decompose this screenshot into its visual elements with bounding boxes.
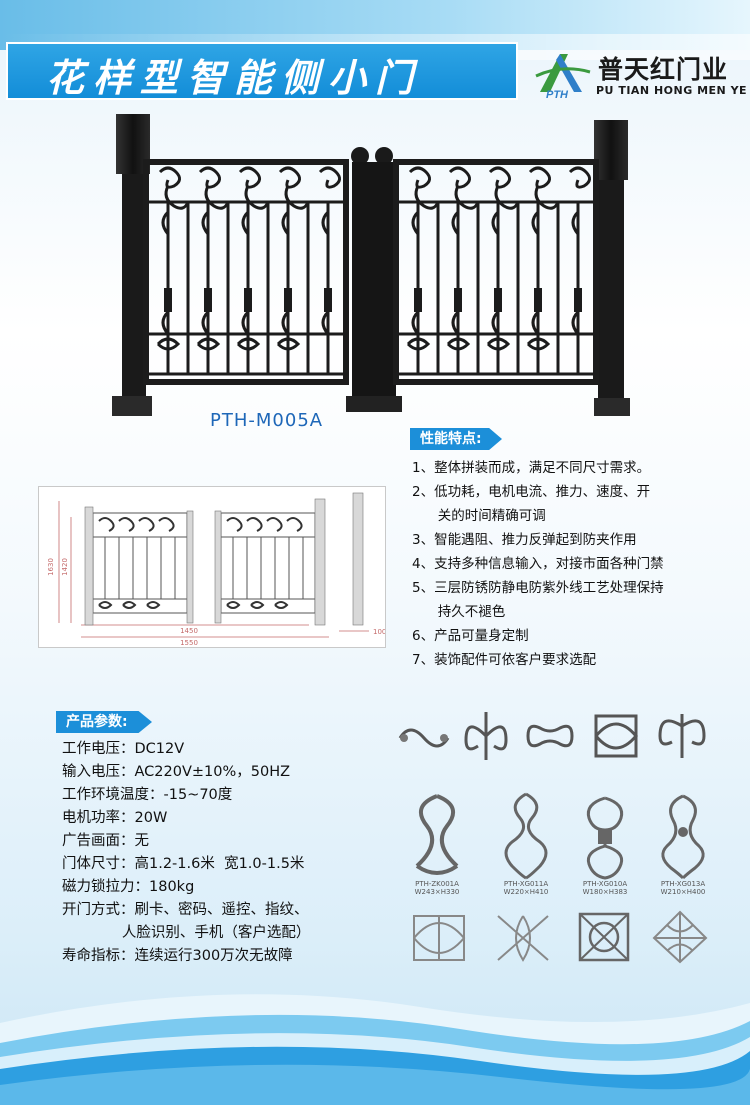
scroll-panel-icon	[504, 792, 548, 880]
ornament-size: W243×H330	[414, 888, 460, 896]
param-row: 磁力锁拉力：180kg	[62, 876, 402, 899]
param-key: 开门方式：	[62, 902, 135, 918]
ornament-samples: PTH-ZK001A W243×H330 PTH-XG011A W220×H41…	[388, 698, 738, 978]
ornament-code: PTH-XG011A	[503, 880, 549, 888]
param-key: 寿命指标：	[62, 948, 135, 964]
param-value: -15~70度	[163, 787, 233, 803]
param-row: 寿命指标：连续运行300万次无故障	[62, 945, 402, 968]
param-row: 人脸识别、手机（客户选配）	[62, 922, 402, 945]
ornament-size: W180×H383	[582, 888, 628, 896]
param-value: 20W	[134, 810, 168, 826]
lattice-ornament-icon	[497, 915, 549, 962]
scroll-panel-icon	[415, 794, 459, 875]
ornament-code: PTH-XG013A	[660, 880, 706, 888]
param-value: 无	[134, 833, 150, 849]
params-tag: 产品参数:	[56, 711, 152, 733]
param-row: 工作环境温度：-15~70度	[62, 784, 402, 807]
ornament-code: PTH-XG010A	[582, 880, 628, 888]
param-value: 人脸识别、手机（客户选配）	[62, 925, 311, 941]
dim-height-inner: 1420	[61, 558, 69, 576]
dim-post: 100	[373, 628, 386, 636]
params-list: 工作电压：DC12V 输入电压：AC220V±10%，50HZ 工作环境温度：-…	[62, 738, 402, 968]
param-key: 磁力锁拉力：	[62, 879, 149, 895]
param-row: 输入电压：AC220V±10%，50HZ	[62, 761, 402, 784]
title-bar: 花样型智能侧小门	[6, 42, 518, 100]
param-value: 180kg	[149, 879, 195, 895]
param-key: 工作电压：	[62, 741, 135, 757]
dim-width-inner: 1450	[180, 627, 198, 635]
param-value: DC12V	[134, 741, 185, 757]
ornament-code: PTH-ZK001A	[415, 880, 459, 888]
param-key: 工作环境温度：	[62, 787, 164, 803]
param-row: 工作电压：DC12V	[62, 738, 402, 761]
brand-logo: PTH 普天红门业 PU TIAN HONG MEN YE	[532, 46, 748, 101]
feature-item: 5、三层防锈防静电防紫外线工艺处理保持	[412, 580, 664, 596]
ornament-size: W210×H400	[660, 888, 706, 896]
param-value: 刷卡、密码、遥控、指纹、	[134, 902, 309, 918]
brand-name: 普天红门业	[598, 55, 729, 84]
param-value: 高1.2-1.6米 宽1.0-1.5米	[134, 856, 305, 872]
feature-item: 2、低功耗，电机电流、推力、速度、开	[412, 484, 651, 500]
scroll-ornament-icon	[594, 714, 638, 758]
param-key: 门体尺寸：	[62, 856, 135, 872]
scroll-ornament-icon	[398, 728, 450, 748]
ornament-size: W220×H410	[503, 888, 549, 896]
param-key: 电机功率：	[62, 810, 135, 826]
param-value: AC220V±10%，50HZ	[134, 764, 291, 780]
lattice-ornament-icon	[578, 912, 630, 962]
scroll-ornament-icon	[658, 714, 706, 758]
dim-width-outer: 1550	[180, 639, 198, 647]
features-tag: 性能特点:	[410, 428, 502, 450]
page-title: 花样型智能侧小门	[46, 55, 423, 100]
bottom-wave-decoration	[0, 994, 750, 1105]
scroll-ornament-icon	[464, 712, 508, 760]
feature-item: 7、装饰配件可依客户要求选配	[412, 652, 597, 668]
scroll-panel-icon	[586, 796, 624, 880]
param-row: 广告画面：无	[62, 830, 402, 853]
param-key: 输入电压：	[62, 764, 135, 780]
param-key: 广告画面：	[62, 833, 135, 849]
param-row: 电机功率：20W	[62, 807, 402, 830]
dim-height-outer: 1630	[47, 558, 55, 576]
gate-product-image	[112, 114, 630, 416]
param-value: 连续运行300万次无故障	[134, 948, 293, 964]
logo-letters: PTH	[546, 89, 569, 100]
pth-logo-icon: PTH	[535, 54, 591, 101]
brand-subtitle: PU TIAN HONG MEN YE	[596, 84, 748, 97]
param-row: 门体尺寸：高1.2-1.6米 宽1.0-1.5米	[62, 853, 402, 876]
lattice-ornament-icon	[413, 915, 466, 961]
product-model: PTH-M005A	[210, 410, 324, 431]
features-list: 1、整体拼装而成，满足不同尺寸需求。 2、低功耗，电机电流、推力、速度、开 关的…	[412, 456, 742, 672]
param-row: 开门方式：刷卡、密码、遥控、指纹、	[62, 899, 402, 922]
scroll-panel-icon	[661, 794, 705, 880]
lattice-ornament-icon	[652, 910, 708, 964]
technical-drawing: 1630 1420 1450 1550 100	[38, 486, 386, 648]
feature-item: 4、支持多种信息输入，对接市面各种门禁	[412, 556, 664, 572]
feature-item: 1、整体拼装而成，满足不同尺寸需求。	[412, 460, 651, 476]
feature-item: 3、智能遇阻、推力反弹起到防夹作用	[412, 532, 637, 548]
feature-item: 关的时间精确可调	[412, 508, 546, 524]
feature-item: 持久不褪色	[412, 604, 506, 620]
scroll-ornament-icon	[526, 724, 574, 748]
feature-item: 6、产品可量身定制	[412, 628, 529, 644]
